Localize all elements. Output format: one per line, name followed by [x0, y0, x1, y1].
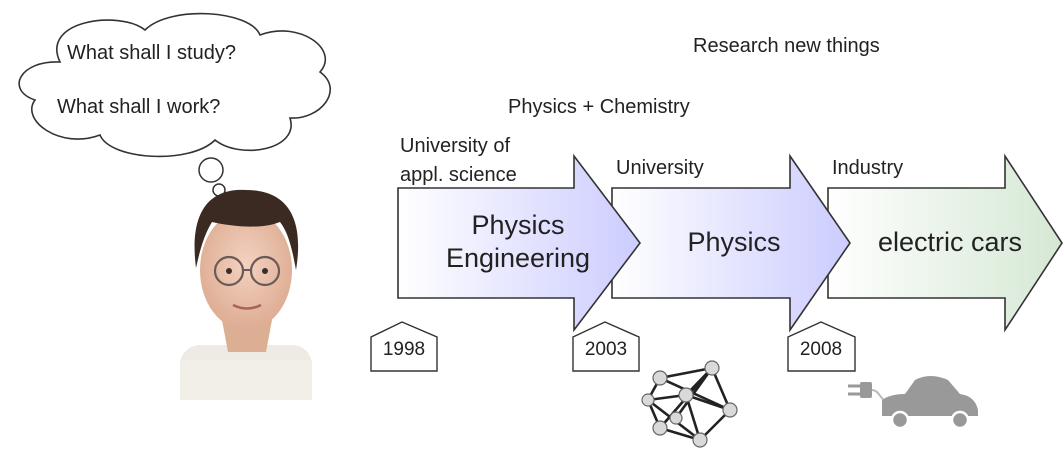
person-portrait: [180, 189, 312, 400]
stage-label-applied-science-line2: appl. science: [400, 164, 517, 186]
chemistry-caption: Physics + Chemistry: [508, 96, 690, 118]
stage-arrow-university: [611, 153, 851, 333]
stage-content-physics: Physics: [687, 227, 781, 257]
year-label-2003: 2003: [584, 339, 628, 360]
year-label-1998: 1998: [382, 339, 426, 360]
thought-work-question: What shall I work?: [57, 96, 221, 118]
electric-car-icon: [848, 376, 978, 430]
stage-content-electric-cars: electric cars: [877, 227, 1023, 257]
year-label-2008: 2008: [799, 339, 843, 360]
stage-label-applied-science-line1: University of: [400, 135, 511, 157]
stage-content-line: Engineering: [445, 243, 591, 273]
year-tag-shape: [370, 321, 438, 372]
molecule-network-icon: [641, 360, 738, 448]
year-tag-shape: [787, 321, 856, 372]
research-caption: Research new things: [693, 35, 880, 57]
stage-arrow-industry: [827, 153, 1063, 333]
stage-content-line: Physics: [471, 210, 565, 240]
stage-arrow-applied-science: [397, 153, 642, 333]
thought-study-question: What shall I study?: [67, 42, 236, 64]
stage-content-physics-engineering: Physics Engineering: [410, 209, 626, 275]
stage-label-university: University: [616, 157, 704, 179]
stage-label-industry: Industry: [832, 157, 904, 179]
year-tag-shape: [572, 321, 640, 372]
